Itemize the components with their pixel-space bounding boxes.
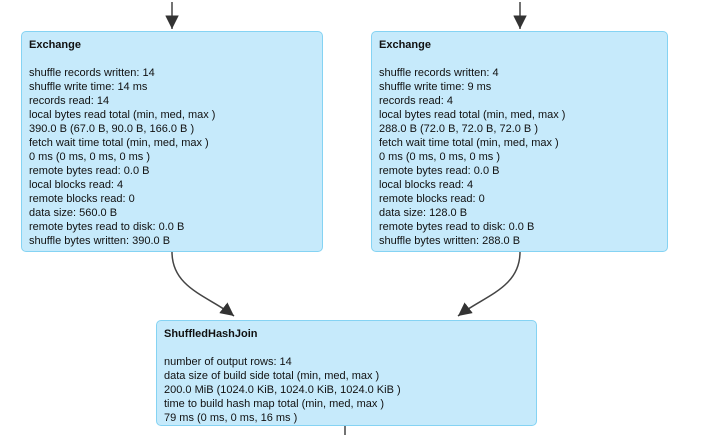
metric-line: local bytes read total (min, med, max ) — [379, 109, 566, 121]
edge-exchange-right-to-join — [457, 251, 521, 317]
metric-line: remote bytes read: 0.0 B — [379, 165, 500, 177]
metric-line: remote bytes read: 0.0 B — [29, 165, 150, 177]
metric-line: remote bytes read to disk: 0.0 B — [379, 221, 535, 233]
metric-line: shuffle records written: 4 — [379, 67, 499, 79]
node-shuffled-hash-join: ShuffledHashJoin number of output rows: … — [156, 320, 537, 426]
edge-exchange-left-to-join — [171, 251, 235, 317]
node-title: Exchange — [379, 39, 431, 51]
metric-line: 0 ms (0 ms, 0 ms, 0 ms ) — [379, 151, 501, 163]
metric-line: fetch wait time total (min, med, max ) — [29, 137, 209, 149]
metric-line: 79 ms (0 ms, 0 ms, 16 ms ) — [164, 412, 298, 424]
node-metrics: shuffle records written: 4 shuffle write … — [379, 66, 660, 248]
metric-line: remote blocks read: 0 — [379, 193, 485, 205]
node-title: ShuffledHashJoin — [164, 328, 258, 340]
metric-line: local blocks read: 4 — [29, 179, 124, 191]
metric-line: remote blocks read: 0 — [29, 193, 135, 205]
metric-line: 288.0 B (72.0 B, 72.0 B, 72.0 B ) — [379, 123, 538, 135]
node-metrics: shuffle records written: 14 shuffle write… — [29, 66, 315, 248]
metric-line: 390.0 B (67.0 B, 90.0 B, 166.0 B ) — [29, 123, 195, 135]
node-title: Exchange — [29, 39, 81, 51]
metric-line: 200.0 MiB (1024.0 KiB, 1024.0 KiB, 1024.… — [164, 384, 401, 396]
metric-line: shuffle bytes written: 288.0 B — [379, 235, 521, 247]
metric-line: time to build hash map total (min, med, … — [164, 398, 385, 410]
metric-line: local bytes read total (min, med, max ) — [29, 109, 216, 121]
metric-line: local blocks read: 4 — [379, 179, 474, 191]
metric-line: fetch wait time total (min, med, max ) — [379, 137, 559, 149]
metric-line: data size: 128.0 B — [379, 207, 468, 219]
metric-line: shuffle records written: 14 — [29, 67, 155, 79]
metric-line: remote bytes read to disk: 0.0 B — [29, 221, 185, 233]
metric-line: data size: 560.0 B — [29, 207, 118, 219]
metric-line: shuffle bytes written: 390.0 B — [29, 235, 171, 247]
metric-line: records read: 14 — [29, 95, 110, 107]
metric-line: records read: 4 — [379, 95, 453, 107]
metric-line: shuffle write time: 14 ms — [29, 81, 148, 93]
node-metrics: number of output rows: 14 data size of bu… — [164, 355, 529, 425]
metric-line: shuffle write time: 9 ms — [379, 81, 492, 93]
metric-line: number of output rows: 14 — [164, 356, 292, 368]
metric-line: data size of build side total (min, med,… — [164, 370, 380, 382]
metric-line: 0 ms (0 ms, 0 ms, 0 ms ) — [29, 151, 151, 163]
